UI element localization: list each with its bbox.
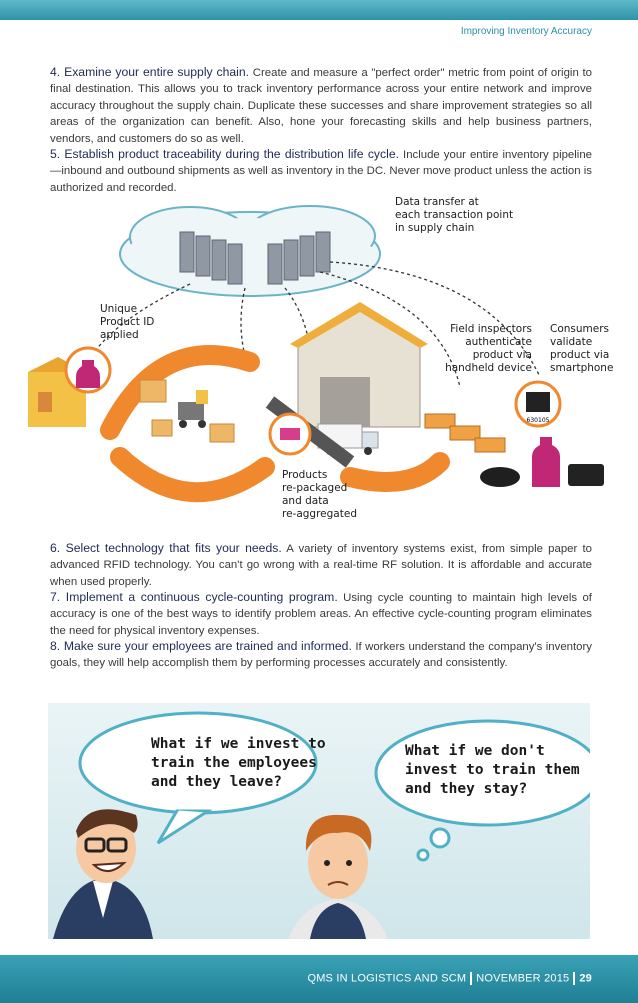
label-field-inspectors-line: Field inspectors [450,323,532,335]
smartphone-icon [568,464,604,486]
item-heading: 5. Establish product traceability during… [50,147,399,161]
label-consumers-line: smartphone [550,362,613,374]
label-consumers-line: Consumers [550,323,609,335]
issue-date: NOVEMBER 2015 [476,972,570,985]
item-body: If workers understand the company's inve… [50,641,592,670]
label-data-transfer-line: in supply chain [395,222,474,234]
label-repackaged-line: re-packaged [282,482,347,494]
label-field-inspectors-line: authenticate [465,336,532,348]
page-footer: QMS IN LOGISTICS AND SCM NOVEMBER 2015 29 [0,955,638,1003]
bubble-left-line: train the employees [151,755,317,771]
item-7: 7. Implement a continuous cycle-counting… [50,589,592,639]
item-body: Include your entire inventory pipeline—i… [50,149,592,194]
forklift-icon [178,390,208,428]
item-4: 4. Examine your entire supply chain. Cre… [50,64,592,147]
bubble-right-line: invest to train them [405,762,580,778]
footer-text: QMS IN LOGISTICS AND SCM NOVEMBER 2015 29 [307,972,592,985]
label-repackaged-line: re-aggregated [282,508,357,520]
label-unique-id-line: Product ID [100,316,154,328]
repackaged-products-icon [280,428,300,440]
bubble-right-line: and they stay? [405,781,527,797]
inspection-station-icon [424,413,506,453]
barcode-number: 630105 [527,417,550,424]
package-boxes [139,379,235,443]
item-heading: 8. Make sure your employees are trained … [50,639,352,653]
label-field-inspectors-line: handheld device [445,362,532,374]
bubble-left-line: and they leave? [151,774,282,790]
warehouse-icon [290,302,428,428]
publication-name: QMS IN LOGISTICS AND SCM [307,972,467,985]
section-title: Improving Inventory Accuracy [460,26,592,37]
consumer-bottle-icon [532,437,560,487]
handheld-device-icon [480,467,520,487]
footer-divider [470,972,473,985]
item-5: 5. Establish product traceability during… [50,146,592,196]
barcode-icon [526,392,550,412]
item-6: 6. Select technology that fits your need… [50,540,592,590]
item-body: Using cycle counting to maintain high le… [50,592,592,637]
data-link-lines [87,261,541,413]
bubble-left-line: What if we invest to [151,736,326,752]
label-field-inspectors-line: product via [473,349,532,361]
label-unique-id-line: applied [100,329,139,341]
bubble-right-line: What if we don't [405,743,545,759]
thought-bubble-right [374,719,590,862]
manager-character-icon [53,809,153,939]
label-data-transfer-line: each transaction point [395,209,513,221]
label-consumers-line: product via [550,349,609,361]
flow-arrows [100,345,450,503]
product-bottle-icon [76,360,100,388]
employee-character-icon [288,814,388,939]
server-icon [179,231,331,285]
cloud-icon [119,205,381,297]
item-heading: 7. Implement a continuous cycle-counting… [50,590,338,604]
item-body: A variety of inventory systems exist, fr… [50,543,592,588]
page-number: 29 [579,972,592,985]
cartoon-illustration: What if we invest to train the employees… [48,703,590,939]
label-consumers-line: validate [550,336,592,348]
footer-divider [573,972,576,985]
label-repackaged-line: and data [282,495,329,507]
item-8: 8. Make sure your employees are trained … [50,638,592,672]
label-unique-id-line: Unique [100,303,137,315]
supply-chain-diagram: 630105 Data transfer at each transaction… [28,196,613,520]
top-banner [0,0,638,20]
label-data-transfer-line: Data transfer at [395,196,479,208]
item-body: Create and measure a "perfect order" met… [50,67,592,145]
label-repackaged-line: Products [282,469,327,481]
item-heading: 6. Select technology that fits your need… [50,541,282,555]
speech-bubble-left [78,711,318,845]
item-heading: 4. Examine your entire supply chain. [50,65,250,79]
